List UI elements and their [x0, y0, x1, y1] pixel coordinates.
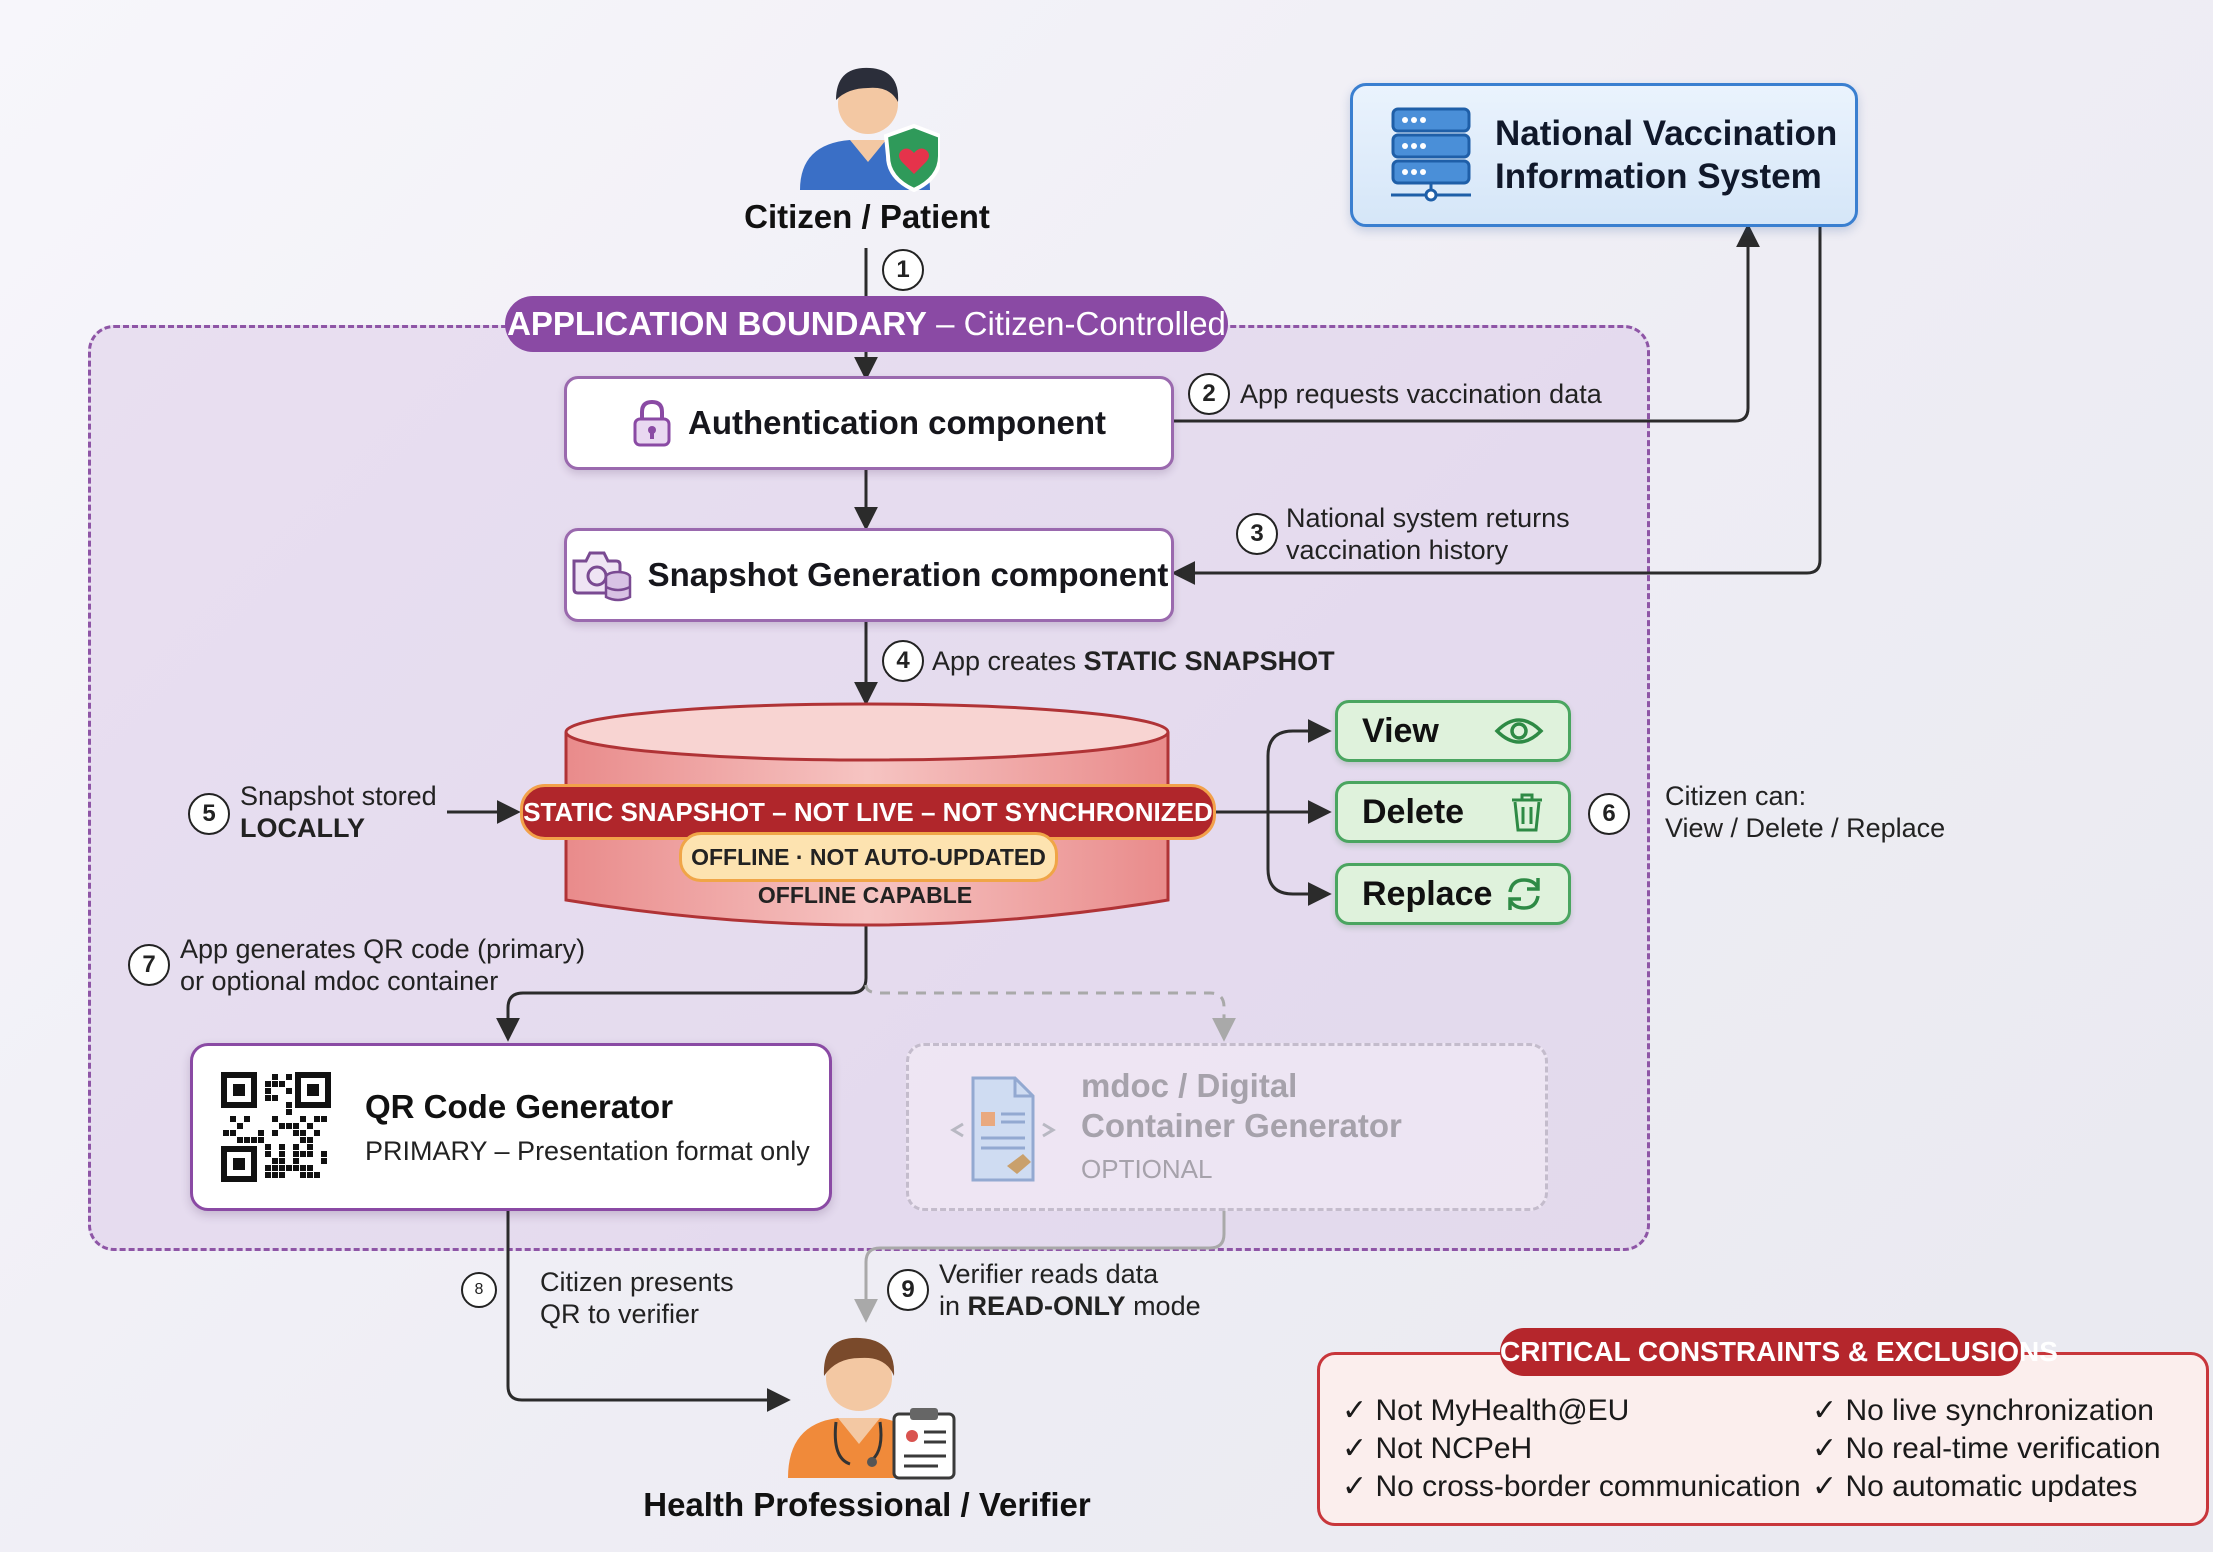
boundary-title: APPLICATION BOUNDARY [507, 305, 927, 342]
step-3-marker: 3 [1236, 513, 1278, 555]
national-system-title-line1: National Vaccination [1495, 114, 1838, 153]
view-action[interactable]: View [1335, 700, 1571, 762]
step-6-line2: View / Delete / Replace [1665, 813, 1946, 843]
arrow-to-view [1266, 719, 1332, 812]
arrow-store-to-qr [496, 925, 868, 1042]
constraint-item: ✓ No automatic updates [1812, 1470, 2138, 1503]
step-5-note: Snapshot stored LOCALLY [240, 780, 437, 844]
step-4-note: App creates STATIC SNAPSHOT [932, 645, 1335, 677]
qr-code-icon [221, 1072, 331, 1182]
offline-not-auto-updated-badge: OFFLINE · NOT AUTO-UPDATED [679, 832, 1058, 882]
step-7-marker: 7 [128, 944, 170, 986]
step-6-line1: Citizen can: [1665, 781, 1807, 811]
snapshot-generation-component-label: Snapshot Generation component [647, 556, 1169, 593]
step-8-line1: Citizen presents [540, 1267, 734, 1297]
eye-icon [1494, 718, 1544, 744]
constraint-item: ✓ No live synchronization [1812, 1394, 2154, 1427]
replace-action-label: Replace [1362, 874, 1493, 913]
replace-action[interactable]: Replace [1335, 863, 1571, 925]
constraint-item: ✓ Not MyHealth@EU [1342, 1394, 1630, 1427]
delete-action[interactable]: Delete [1335, 781, 1571, 843]
refresh-icon [1508, 878, 1540, 910]
critical-constraints-box [1317, 1352, 2209, 1526]
mdoc-title-line2: Container Generator [1081, 1107, 1402, 1144]
arrow-to-replace [1266, 812, 1332, 906]
step-4-marker: 4 [882, 640, 924, 682]
step-8-line2: QR to verifier [540, 1299, 700, 1329]
step-8-marker: 8 [461, 1272, 497, 1308]
trash-icon [1512, 793, 1542, 832]
step-8-note: Citizen presents QR to verifier [540, 1266, 734, 1330]
server-network-icon [1391, 107, 1471, 202]
health-professional-icon [788, 1337, 956, 1480]
citizen-patient-icon [800, 67, 940, 192]
boundary-dash: – [926, 305, 964, 342]
step-9-line1: Verifier reads data [939, 1259, 1159, 1289]
step-3-line2: vaccination history [1286, 535, 1509, 565]
arrow-qr-to-verifier [506, 1208, 791, 1412]
qr-code-generator: QR Code Generator PRIMARY – Presentation… [190, 1043, 832, 1211]
step-5-marker: 5 [188, 793, 230, 835]
delete-action-label: Delete [1362, 792, 1465, 831]
step-4-strong: STATIC SNAPSHOT [1083, 646, 1335, 676]
step-5-line2: LOCALLY [240, 813, 366, 843]
padlock-icon [633, 399, 671, 447]
boundary-subtitle: Citizen-Controlled [963, 305, 1226, 342]
step-3-line1: National system returns [1286, 503, 1570, 533]
authentication-component-label: Authentication component [688, 404, 1106, 441]
step-7-line2: or optional mdoc container [180, 966, 499, 996]
arrow-mdoc-to-verifier [854, 1208, 1226, 1323]
step-5-line1: Snapshot stored [240, 781, 437, 811]
application-boundary-label: APPLICATION BOUNDARY – Citizen-Controlle… [505, 296, 1228, 352]
national-vaccination-system: National Vaccination Information System [1350, 83, 1858, 227]
camera-database-icon [572, 551, 631, 602]
arrow-store-to-mdoc [864, 984, 1236, 1042]
step-9-line2-prefix: in [939, 1291, 968, 1321]
qr-generator-title: QR Code Generator [365, 1088, 674, 1125]
health-professional-label: Health Professional / Verifier [643, 1486, 1091, 1523]
constraint-item: ✓ No real-time verification [1812, 1432, 2161, 1465]
constraint-item: ✓ No cross-border communication [1342, 1470, 1801, 1503]
document-container-icon [950, 1076, 1056, 1182]
step-2-note: App requests vaccination data [1240, 379, 1602, 409]
offline-capable-label: OFFLINE CAPABLE [757, 882, 973, 908]
snapshot-generation-component: Snapshot Generation component [564, 528, 1174, 622]
step-7-line1: App generates QR code (primary) [180, 934, 586, 964]
step-1-marker: 1 [882, 249, 924, 291]
constraint-item: ✓ Not NCPeH [1342, 1432, 1533, 1465]
view-action-label: View [1362, 711, 1439, 750]
step-4-prefix: App creates [932, 646, 1084, 676]
mdoc-generator-title: mdoc / Digital Container Generator [1081, 1066, 1402, 1146]
arrow-auth-to-nvis [1170, 223, 1760, 423]
step-2-marker: 2 [1188, 373, 1230, 415]
citizen-patient-label: Citizen / Patient [744, 198, 990, 235]
mdoc-container-generator: mdoc / Digital Container Generator OPTIO… [906, 1043, 1548, 1211]
national-system-title-line2: Information System [1495, 157, 1822, 196]
critical-constraints-title: CRITICAL CONSTRAINTS & EXCLUSIONS [1500, 1328, 2058, 1376]
step-9-line2-suffix: mode [1125, 1291, 1201, 1321]
authentication-component: Authentication component [564, 376, 1174, 470]
step-9-note: Verifier reads data in READ-ONLY mode [939, 1258, 1201, 1322]
step-9-line2-strong: READ-ONLY [967, 1291, 1126, 1321]
mdoc-title-line1: mdoc / Digital [1081, 1067, 1298, 1104]
step-6-marker: 6 [1588, 793, 1630, 835]
mdoc-optional-tag: OPTIONAL [1081, 1154, 1213, 1184]
qr-generator-subtitle: PRIMARY – Presentation format only [365, 1136, 810, 1166]
step-3-note: National system returns vaccination hist… [1286, 502, 1570, 566]
step-9-line2: in READ-ONLY mode [939, 1290, 1201, 1322]
step-7-note: App generates QR code (primary) or optio… [180, 933, 585, 997]
step-9-marker: 9 [887, 1269, 929, 1311]
arrow-nvis-to-snapshot-gen [1171, 224, 1822, 585]
step-6-note: Citizen can: View / Delete / Replace [1665, 780, 1945, 844]
